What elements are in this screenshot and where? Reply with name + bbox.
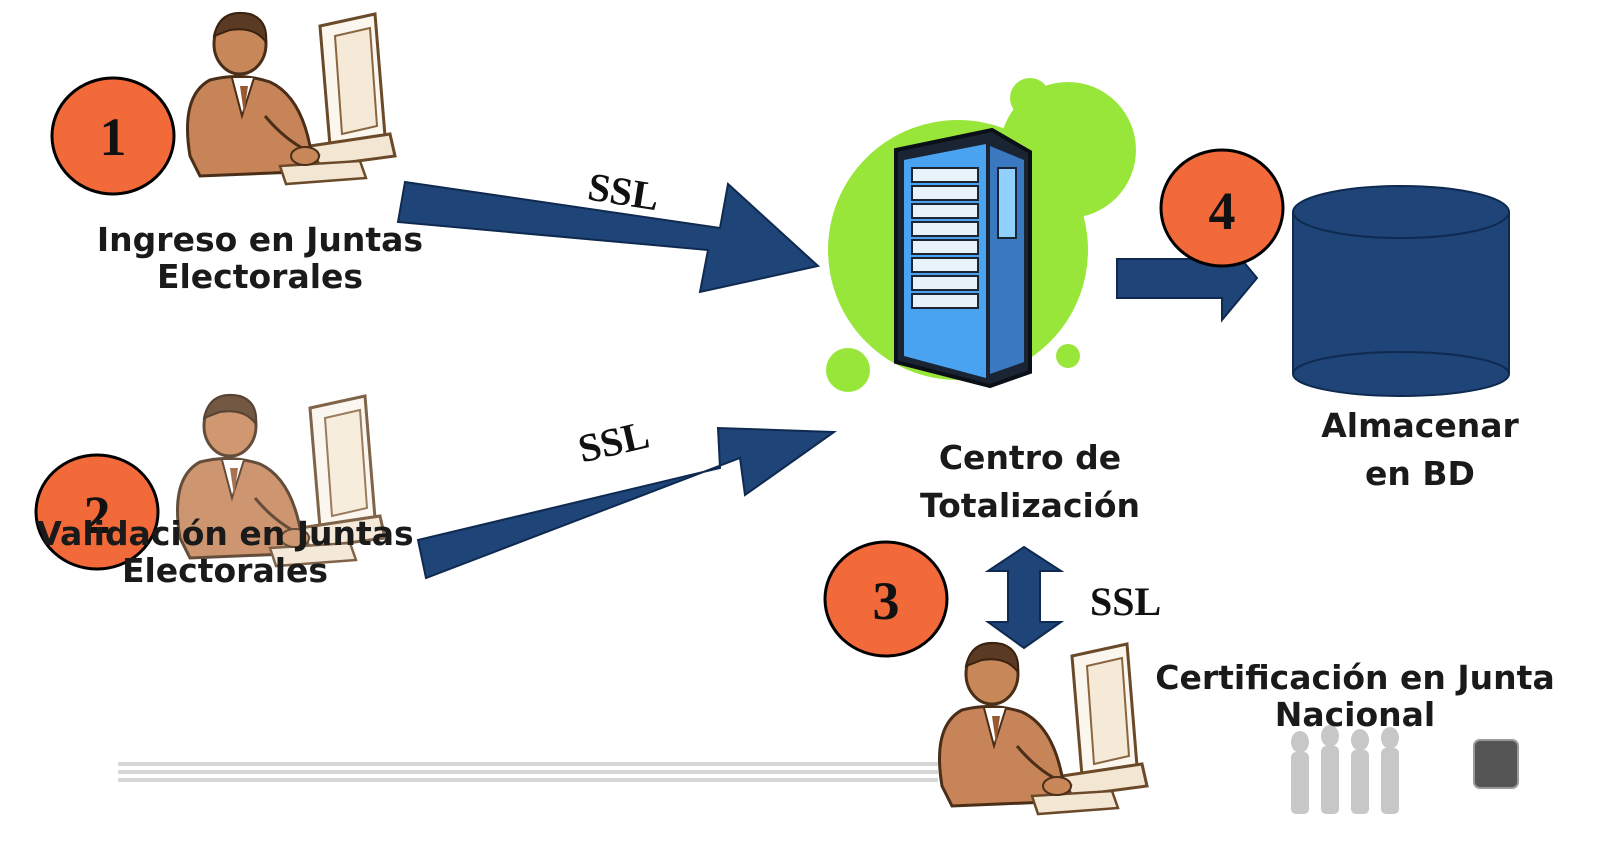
label-ingreso: Ingreso en Juntas Electorales: [60, 220, 460, 296]
worker-certificacion-icon: [938, 641, 1149, 816]
label-centro-line2: Totalización: [920, 485, 1140, 525]
label-almacenar-line1: Almacenar: [1321, 406, 1519, 445]
badge-2-number: 2: [83, 485, 111, 545]
badge-1: [50, 76, 176, 196]
people-silhouette-icon: [1291, 725, 1399, 814]
slide-button-icon: [1473, 739, 1519, 789]
badge-2: [34, 453, 160, 571]
ssl-label-bottom: SSL: [1090, 579, 1162, 624]
label-certificacion-line1: Certificación en Junta: [1155, 658, 1555, 697]
worker-ingreso-icon: [186, 11, 397, 186]
badge-1-number: 1: [99, 107, 127, 167]
label-ingreso-line1: Ingreso en Juntas: [96, 220, 424, 259]
server-icon: [826, 78, 1136, 392]
dotted-decoration: [118, 762, 938, 782]
badge-3: [823, 540, 949, 658]
label-almacenar-line2: en BD: [1365, 453, 1475, 493]
label-ingreso-line2: Electorales: [156, 256, 364, 296]
label-validacion: Validación en Juntas Electorales: [0, 514, 450, 590]
database-icon: [1292, 185, 1510, 397]
label-centro: Centro de Totalización: [890, 434, 1170, 530]
badge-4-number: 4: [1208, 181, 1236, 241]
label-almacenar: Almacenar en BD: [1290, 402, 1550, 498]
label-validacion-line2: Electorales: [121, 550, 329, 590]
label-certificacion-line2: Nacional: [1274, 694, 1436, 734]
badge-3-number: 3: [872, 571, 900, 631]
arrow-validacion-to-centro: [416, 426, 837, 580]
label-certificacion: Certificación en Junta Nacional: [1140, 658, 1570, 734]
badge-4: [1159, 148, 1285, 268]
arrow-ingreso-to-centro: [396, 180, 821, 294]
label-validacion-line1: Validación en Juntas: [36, 514, 414, 553]
label-centro-line1: Centro de: [938, 438, 1122, 477]
arrow-certificacion-centro-bidirectional: [984, 545, 1065, 650]
